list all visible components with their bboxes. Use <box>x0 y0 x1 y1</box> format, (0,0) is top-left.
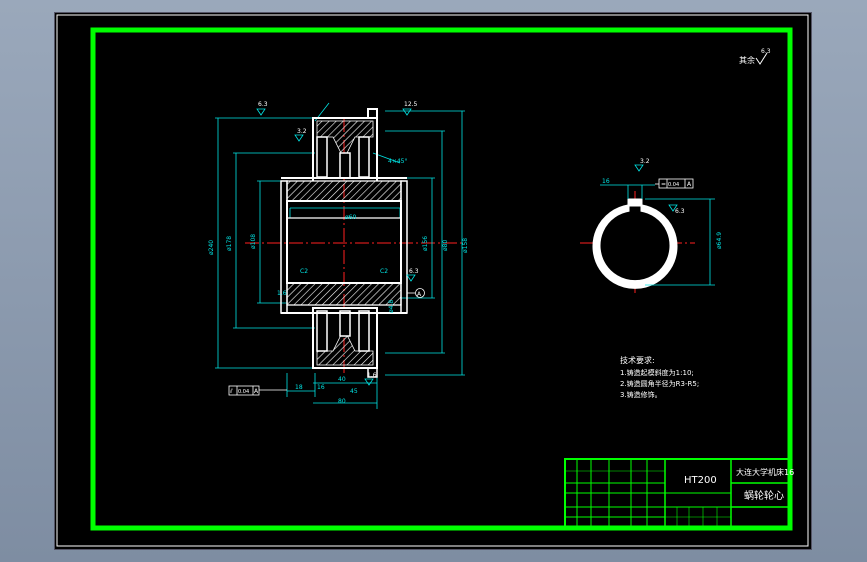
dim-text: ø4.8 <box>388 300 395 313</box>
dim-text: C2 <box>300 268 308 275</box>
roughness-label: 6.3 <box>409 268 419 275</box>
roughness-label: 6.3 <box>675 208 685 215</box>
hub-keyway-view[interactable]: 3.2 6.3 16 ø64.9 = 0.04 A <box>580 158 723 295</box>
svg-text:0.04: 0.04 <box>238 389 249 395</box>
svg-text:0.04: 0.04 <box>668 182 679 188</box>
dim-text: 45 <box>350 388 358 395</box>
main-tolerance-frame: ⫽ 0.04 A <box>228 385 287 396</box>
dim-text: ø156 <box>422 236 429 251</box>
title-block[interactable] <box>564 458 791 529</box>
school-label: 大连大学机床16 <box>736 467 794 477</box>
dim-text: ø108 <box>250 234 257 249</box>
dim-text: 18 <box>295 384 303 391</box>
dim-text: ø178 <box>226 236 233 251</box>
dim-text: 1.6 <box>277 290 287 297</box>
roughness-other-label: 其余 <box>739 55 755 65</box>
roughness-other-value: 6.3 <box>761 48 771 55</box>
dim-text: ø240 <box>208 240 215 255</box>
dimension-lines <box>215 102 465 409</box>
roughness-label: 3.2 <box>640 158 650 165</box>
dim-text: 80 <box>338 398 346 405</box>
svg-text:A: A <box>687 181 692 188</box>
hub-tolerance-frame: = 0.04 A <box>655 178 694 189</box>
dim-text: 4×45° <box>388 158 407 165</box>
part-name-label: 蜗轮轮心 <box>744 489 784 502</box>
sheet-border <box>56 14 809 547</box>
tech-req-title: 技术要求: <box>620 355 655 365</box>
cad-drawing-viewport[interactable]: 其余 6.3 <box>55 13 811 549</box>
svg-text:A: A <box>254 388 259 395</box>
roughness-label: 3.2 <box>297 128 307 135</box>
roughness-label: 12.5 <box>404 101 418 108</box>
dim-text: ø60 <box>345 214 356 221</box>
drawing-frame <box>90 27 793 531</box>
tech-req-item: 3.铸造修饰。 <box>620 390 662 399</box>
material-label: HT200 <box>684 475 717 486</box>
roughness-other: 其余 6.3 <box>739 48 771 65</box>
tech-req-item: 1.铸造起模斜度为1:10; <box>620 368 694 377</box>
roughness-label: 6.3 <box>258 101 268 108</box>
dim-text: 40 <box>338 376 346 383</box>
main-section-view[interactable]: 6.3 12.5 3.2 6.3 1.6 ø240 ø178 ø108 ø158… <box>208 101 469 409</box>
main-roughness-marks <box>256 108 416 386</box>
hub-roughness-marks <box>634 164 678 212</box>
dim-text: 16 <box>602 178 610 185</box>
dim-text: ø158 <box>462 238 469 253</box>
svg-text:=: = <box>661 181 666 188</box>
svg-text:A: A <box>417 291 422 298</box>
datum-a-marker: A <box>407 288 425 298</box>
technical-requirements: 技术要求: 1.铸造起模斜度为1:10; 2.铸造圆角半径为R3-R5; 3.铸… <box>620 355 699 399</box>
tech-req-item: 2.铸造圆角半径为R3-R5; <box>620 379 699 388</box>
dim-text: C2 <box>380 268 388 275</box>
svg-text:⫽: ⫽ <box>229 388 233 395</box>
dim-text: ø80 <box>442 240 449 251</box>
hub-dimension-lines <box>600 184 715 286</box>
dim-text: 16 <box>317 384 325 391</box>
roughness-label: 1.6 <box>367 372 377 379</box>
dim-text: ø64.9 <box>716 232 723 249</box>
